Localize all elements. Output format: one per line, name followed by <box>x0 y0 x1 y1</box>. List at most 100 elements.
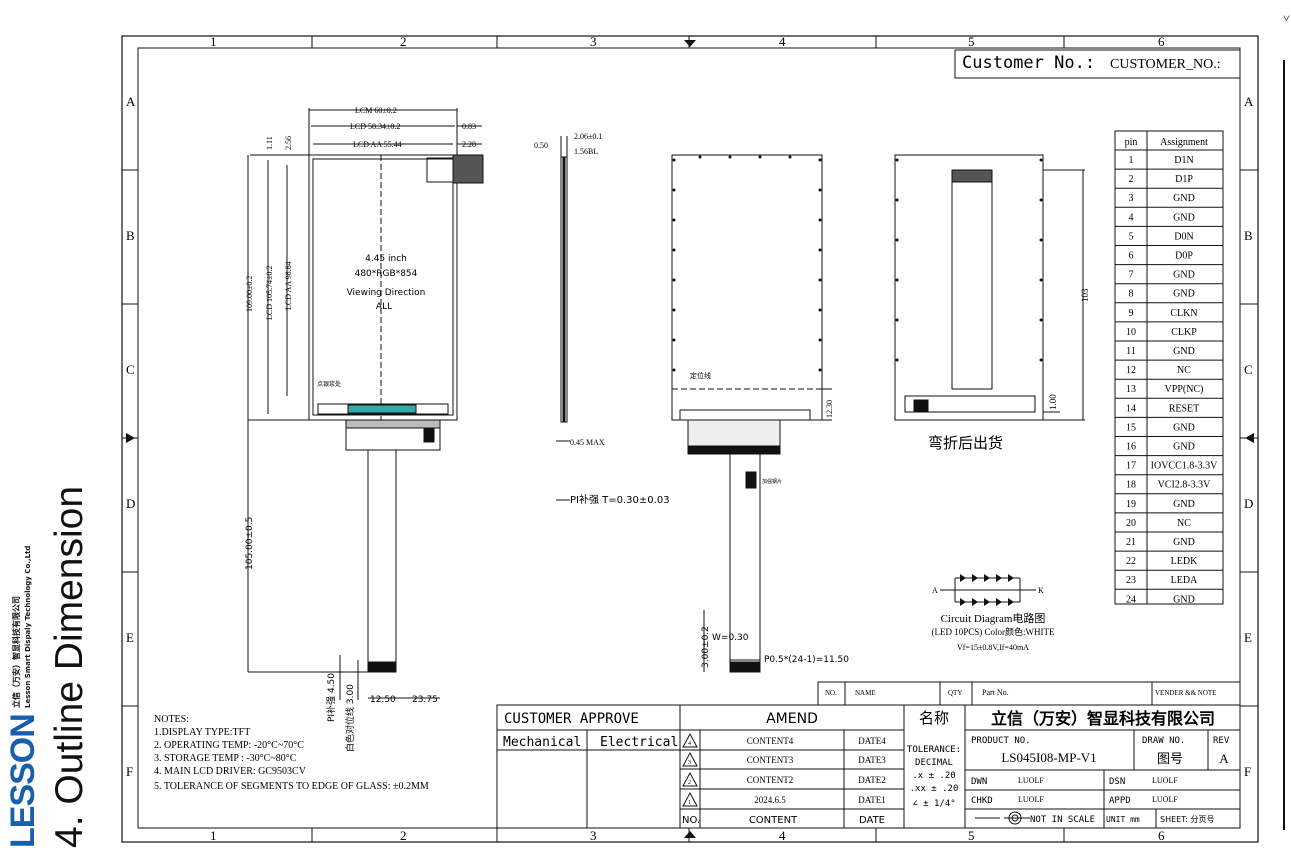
column-label: 3 <box>590 34 597 49</box>
dim-lcd-label: LCD 58.34±0.2 <box>350 122 400 131</box>
tolerance-xx: .xx ± .20 <box>910 784 959 794</box>
pin-number: 4 <box>1129 212 1134 223</box>
bent-bond-strip <box>904 395 1036 413</box>
note-line: 5. TOLERANCE OF SEGMENTS TO EDGE OF GLAS… <box>154 781 429 792</box>
pitch-label: P0.5*(24-1)=11.50 <box>764 655 849 665</box>
thickness-label: 2.06±0.1 <box>574 132 602 141</box>
sheet-corner-mark: ˅ <box>1283 11 1290 25</box>
back-view-labels: 定位线 12.30 加强钢片 W=0.30 3.00±0.2 P0.5*(24-… <box>690 371 849 668</box>
anode-label: A <box>932 586 938 595</box>
electrical-label: Electrical <box>600 735 678 750</box>
viewing-direction-label: Viewing Direction <box>347 288 426 298</box>
dim-1250-label: 12.50 <box>370 695 396 705</box>
column-label: 3 <box>590 828 597 843</box>
column-label: 1 <box>210 828 217 843</box>
pin-number: 10 <box>1126 327 1136 338</box>
title-block <box>496 681 1241 829</box>
pin-table-border <box>1114 130 1224 605</box>
customer-no-label: Customer No.: <box>962 53 1095 73</box>
pin-number: 11 <box>1126 346 1136 357</box>
dim-111-label: 1.11 <box>265 136 274 150</box>
parts-name-header: NAME <box>855 689 876 697</box>
pin-number: 18 <box>1126 480 1136 491</box>
dim-10574-label: LCD 105.74±0.2 <box>265 266 274 320</box>
pin-header: pin <box>1125 137 1138 148</box>
led-circuit <box>940 577 1036 603</box>
fpc-component <box>423 427 435 443</box>
unit-label: UNIT mm <box>1106 815 1140 824</box>
row-label: B <box>126 228 135 243</box>
back-outline <box>671 154 823 421</box>
fpc-width-label: W=0.30 <box>712 633 749 643</box>
pin-assignment: GND <box>1173 193 1195 204</box>
column-label: 1 <box>210 34 217 49</box>
glass-label: 0.50 <box>534 141 548 150</box>
row-label: D <box>126 496 135 511</box>
pin-assignment: LEDA <box>1171 575 1198 586</box>
driver-ic <box>347 404 417 414</box>
pi-thickness-label: PI补强 T=0.30±0.03 <box>570 493 670 506</box>
pin-number: 14 <box>1126 403 1136 414</box>
product-no-label: PRODUCT NO. <box>971 736 1031 746</box>
company-name: 立信（万安）智显科技有限公司 <box>991 709 1215 728</box>
pin-number: 12 <box>1126 365 1136 376</box>
dsn-label: DSN <box>1109 777 1125 787</box>
front-view-labels: LCM 60±0.2 LCD 58.34±0.2 LCD AA 55.44 0.… <box>245 106 476 752</box>
pin-number: 5 <box>1129 231 1134 242</box>
title-block-text: CUSTOMER APPROVE Mechanical Electrical A… <box>503 688 1230 826</box>
dwn-label: DWN <box>971 777 987 787</box>
dim-2375-label: 23.75 <box>412 695 438 705</box>
column-label: 5 <box>968 34 975 49</box>
amend-content: 2024.6.5 <box>754 795 786 805</box>
pin-assignment: GND <box>1173 499 1195 510</box>
corner-notch <box>426 157 454 183</box>
pin-assignment: NC <box>1177 518 1191 529</box>
back-bond-strip <box>679 409 811 421</box>
row-label: F <box>1244 764 1251 779</box>
draw-no-label: DRAW NO. <box>1142 736 1185 746</box>
led-forward-values: Vf=15±0.8V,If=40mA <box>957 643 1029 652</box>
scale-note: NOT IN SCALE <box>1030 815 1095 825</box>
pin-assignment: LEDK <box>1171 556 1198 567</box>
dwn-value: LUOLF <box>1018 776 1044 785</box>
revision-number: 1 <box>688 800 691 806</box>
row-label: C <box>126 362 135 377</box>
pin-assignment: D1N <box>1174 155 1193 166</box>
pin-assignment: GND <box>1173 270 1195 281</box>
pin-assignment: GND <box>1173 537 1195 548</box>
pin-assignment: D0N <box>1174 231 1193 242</box>
row-label: E <box>1244 630 1252 645</box>
pin-number: 17 <box>1126 461 1136 472</box>
pin-number: 22 <box>1126 556 1136 567</box>
pin-assignment: GND <box>1173 422 1195 433</box>
pin-assignment: RESET <box>1169 403 1200 414</box>
row-label: C <box>1244 362 1253 377</box>
column-label: 6 <box>1158 34 1165 49</box>
silver-paste-note: 点银浆处 <box>317 380 341 388</box>
fpc-length-label: 105.00±0.5 <box>245 517 255 570</box>
resolution-label: 480*RGB*854 <box>355 269 418 279</box>
draw-no: 图号 <box>1157 751 1183 766</box>
pin-assignment: VCI2.8-3.3V <box>1158 480 1212 491</box>
pin-number: 6 <box>1129 251 1134 262</box>
pin-number: 16 <box>1126 442 1136 453</box>
side-view-labels: 2.06±0.1 0.50 1.56BL 0.45 MAX PI补强 T=0.3… <box>534 132 670 506</box>
pin-assignment: GND <box>1173 442 1195 453</box>
pin-assignment: CLKN <box>1170 308 1197 319</box>
led-diodes <box>960 574 1014 606</box>
pin-number: 2 <box>1129 174 1134 185</box>
row-label: A <box>1244 94 1254 109</box>
cathode-label: K <box>1038 586 1044 595</box>
amend-content: CONTENT3 <box>747 755 794 765</box>
row-label: F <box>126 764 133 779</box>
appd-value: LUOLF <box>1152 795 1178 804</box>
column-label: 2 <box>400 34 407 49</box>
pin-number: 20 <box>1126 518 1136 529</box>
white-align-label: 白色对位线 3.00 <box>344 684 356 752</box>
appd-label: APPD <box>1109 796 1131 806</box>
rev-label: REV <box>1213 736 1230 746</box>
dim-083-label: 0.83 <box>462 122 476 131</box>
pin-assignment: IOVCC1.8-3.3V <box>1151 461 1218 472</box>
pin-assignment: D1P <box>1175 174 1193 185</box>
